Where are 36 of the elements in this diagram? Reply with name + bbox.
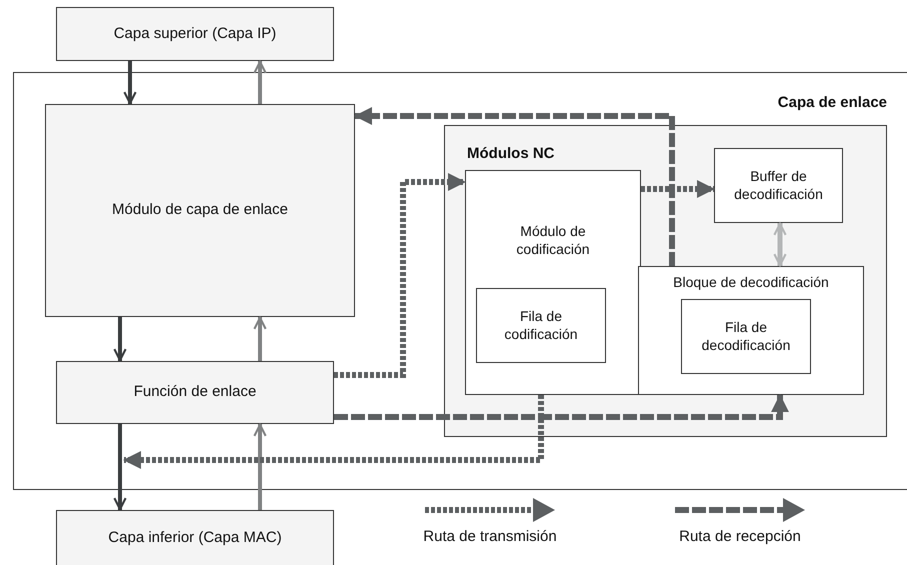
arrow [113, 424, 127, 510]
layer-container [13, 72, 907, 490]
node-label: Módulo de capa de enlace [112, 201, 288, 220]
node-label: Función de enlace [134, 383, 256, 402]
group-heading: Capa de enlace [778, 94, 887, 111]
arrow [773, 222, 787, 266]
layer-box [56, 510, 334, 565]
node-label: Fila de codificación [503, 308, 579, 343]
node-label: Bloque de decodificación [673, 274, 829, 292]
layer-box [56, 7, 334, 61]
module-box [45, 104, 355, 317]
arrow [253, 424, 267, 510]
queue-box [476, 288, 606, 363]
group-heading: Módulos NC [467, 145, 554, 162]
arrow [123, 61, 137, 104]
arrow [253, 316, 267, 361]
dashed-arrow [123, 395, 544, 469]
node-label: Capa inferior (Capa MAC) [108, 528, 282, 548]
dashed-arrow [334, 394, 789, 420]
node-label: Módulo de codificación [515, 223, 591, 258]
dashed-arrow [354, 107, 675, 266]
module-box [465, 170, 641, 395]
legend-label: Ruta de transmisión [423, 527, 557, 547]
buffer-box [714, 148, 843, 223]
dashed-arrow [334, 173, 466, 378]
node-label: Buffer de decodificación [733, 168, 824, 203]
legend-label: Ruta de recepción [679, 527, 801, 547]
block-box [638, 266, 864, 395]
module-group [444, 125, 887, 437]
node-label: Fila de decodificación [700, 319, 792, 354]
function-box [56, 361, 334, 424]
node-label: Capa superior (Capa IP) [114, 24, 276, 44]
arrow [113, 317, 127, 362]
arrow [253, 60, 267, 104]
dashed-arrow [641, 180, 715, 198]
queue-box [681, 299, 811, 374]
